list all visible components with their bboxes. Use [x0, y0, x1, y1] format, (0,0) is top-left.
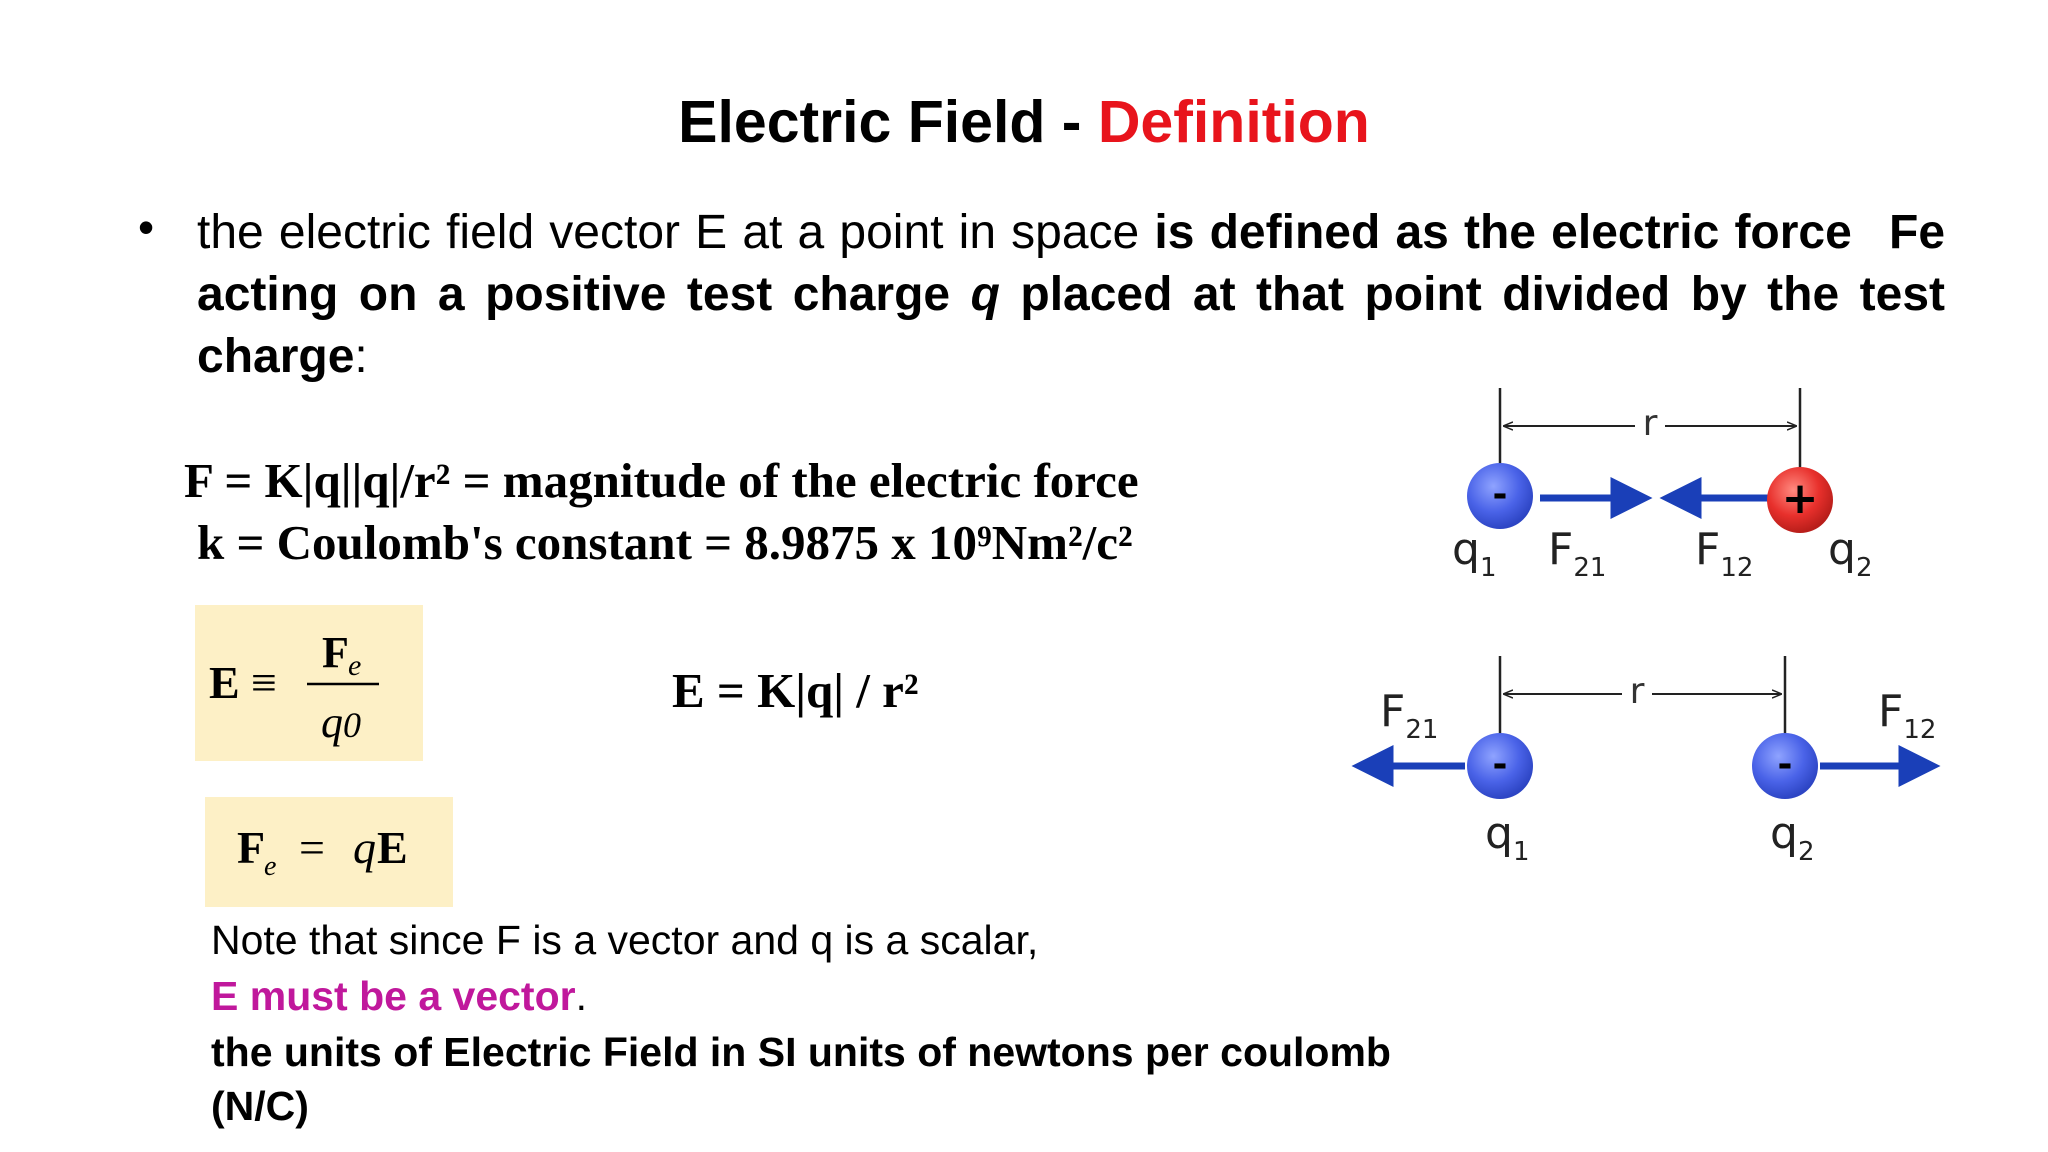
definition-bold-2: Fe acting on a positive test charge: [197, 206, 1946, 321]
formula1-num: F: [322, 628, 349, 677]
bottom-right-sign: -: [1778, 744, 1793, 785]
repulsion-diagram: r - - F21 F12 q1 q2: [1351, 656, 1941, 867]
top-left-sign: -: [1493, 474, 1508, 515]
field-definition-formula: E ≡ F e q 0: [195, 605, 423, 761]
definition-plain: the electric field vector E at a point i…: [197, 206, 1155, 259]
formula2-eq: =: [299, 822, 325, 873]
coulomb-force-diagram: r - + q1 F21 F12 q2 r - - F21 F12: [1340, 378, 1960, 898]
slide-title: Electric Field - Definition: [0, 88, 2048, 156]
bottom-q1-label: q1: [1485, 808, 1529, 867]
formula1-lhs: E: [209, 657, 240, 708]
formula1-num-sub: e: [348, 649, 361, 682]
note-line-2: E must be a vector.: [211, 973, 587, 1020]
definition-q: q: [970, 268, 1000, 321]
bottom-f12-label: F12: [1878, 686, 1936, 745]
top-negative-charge: [1467, 463, 1533, 529]
note-units-abbrev: (N/C): [211, 1083, 309, 1129]
bottom-distance-label: r: [1630, 671, 1645, 712]
formula1-den-sub: 0: [343, 705, 361, 745]
top-positive-charge: [1767, 467, 1833, 533]
top-distance-label: r: [1643, 403, 1658, 444]
force-from-field-formula: F e = q E: [205, 797, 453, 907]
formula1-den: q: [321, 698, 343, 747]
bottom-right-negative-charge: [1752, 733, 1818, 799]
title-main: Electric Field -: [678, 89, 1098, 155]
note-units-line: the units of Electric Field in SI units …: [211, 1029, 1391, 1075]
bottom-q2-label: q2: [1770, 808, 1814, 867]
top-right-sign: +: [1782, 473, 1819, 524]
definition-bold-3: placed at that point divided by the test…: [197, 268, 1945, 383]
bottom-f21-label: F21: [1380, 686, 1438, 745]
definition-bullet: the electric field vector E at a point i…: [197, 202, 1945, 388]
note-line-2-end: .: [575, 973, 587, 1019]
title-accent: Definition: [1097, 89, 1370, 155]
top-f21-label: F21: [1548, 524, 1606, 583]
formula2-e: E: [377, 822, 408, 873]
formula1-eq: ≡: [251, 657, 277, 708]
coulomb-constant-equation: k = Coulomb's constant = 8.9875 x 10⁹Nm²…: [197, 515, 1133, 570]
top-f12-label: F12: [1695, 524, 1753, 583]
field-formula: E = K|q| / r²: [672, 663, 919, 718]
definition-bold-1: is defined as the electric force: [1154, 206, 1852, 259]
formula2-q: q: [353, 822, 376, 873]
note-line-1: Note that since F is a vector and q is a…: [211, 917, 1039, 963]
note-vector-emphasis: E must be a vector: [211, 973, 576, 1019]
bottom-left-negative-charge: [1467, 733, 1533, 799]
formula2-lhs: F: [237, 822, 265, 873]
formula2-lhs-sub: e: [264, 851, 276, 882]
bottom-left-sign: -: [1493, 744, 1508, 785]
bullet-marker: •: [138, 201, 155, 253]
definition-colon: :: [354, 330, 368, 383]
top-q1-label: q1: [1452, 524, 1496, 583]
force-magnitude-equation: F = K|q||q|/r² = magnitude of the electr…: [184, 453, 1139, 508]
attraction-diagram: r - + q1 F21 F12 q2: [1452, 388, 1872, 583]
top-q2-label: q2: [1828, 524, 1872, 583]
